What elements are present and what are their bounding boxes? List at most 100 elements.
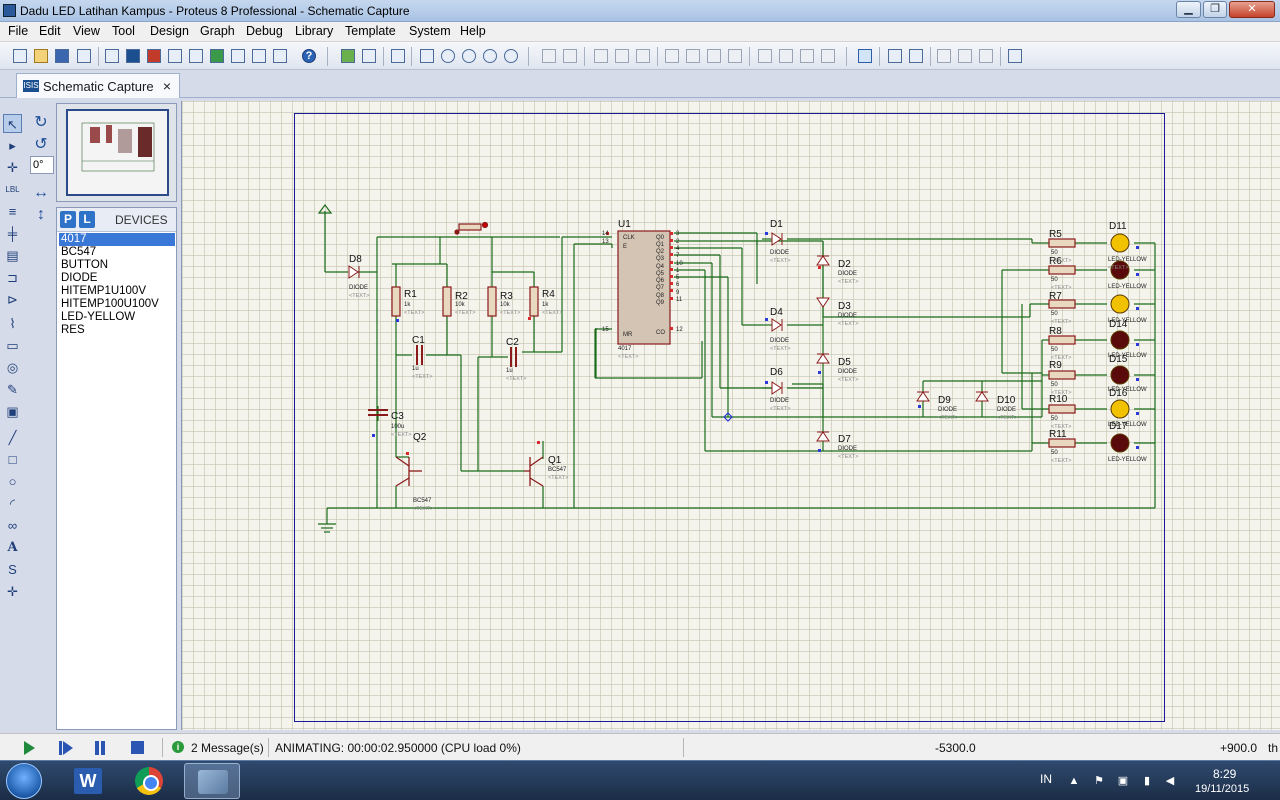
- component-mode-icon[interactable]: ▸: [9, 138, 16, 153]
- stop-simulation-button[interactable]: [128, 739, 146, 756]
- language-indicator[interactable]: IN: [1040, 772, 1052, 786]
- grid-toggle-icon[interactable]: [360, 47, 378, 65]
- taskbar-proteus[interactable]: [184, 763, 240, 799]
- menu-graph[interactable]: Graph: [200, 24, 235, 38]
- electrical-rule-check-icon[interactable]: [1006, 47, 1024, 65]
- decompose-icon[interactable]: [819, 47, 837, 65]
- schematic-icon[interactable]: [124, 47, 142, 65]
- close-button[interactable]: ✕: [1229, 1, 1275, 18]
- block-move-icon[interactable]: [684, 47, 702, 65]
- device-item[interactable]: HITEMP1U100V: [61, 285, 147, 297]
- tape-recorder-icon[interactable]: ▭: [6, 338, 19, 353]
- virtual-instrument-icon[interactable]: ▣: [6, 404, 19, 419]
- text-script-icon[interactable]: ≡: [8, 204, 17, 219]
- zoom-all-icon[interactable]: [481, 47, 499, 65]
- device-pin-icon[interactable]: ⊳: [7, 292, 18, 307]
- zoom-out-icon[interactable]: [460, 47, 478, 65]
- menu-help[interactable]: Help: [460, 24, 486, 38]
- network-icon[interactable]: ▣: [1117, 775, 1129, 787]
- block-delete-icon[interactable]: [726, 47, 744, 65]
- wire-label-icon[interactable]: LBL: [5, 185, 20, 194]
- device-item[interactable]: RES: [61, 324, 85, 336]
- packaging-tool-icon[interactable]: [798, 47, 816, 65]
- device-item[interactable]: BUTTON: [61, 259, 109, 271]
- paste-icon[interactable]: [634, 47, 652, 65]
- origin-icon[interactable]: [389, 47, 407, 65]
- bus-icon[interactable]: ╪: [7, 226, 18, 241]
- bom-icon[interactable]: [208, 47, 226, 65]
- flip-horizontal-icon[interactable]: ↔: [33, 184, 49, 201]
- remove-sheet-icon[interactable]: [956, 47, 974, 65]
- symbol-icon[interactable]: S: [8, 562, 17, 577]
- menu-edit[interactable]: Edit: [39, 24, 61, 38]
- rotation-angle-field[interactable]: 0°: [30, 156, 54, 174]
- power-icon[interactable]: ▮: [1143, 775, 1151, 787]
- import-icon[interactable]: [75, 47, 93, 65]
- text-icon[interactable]: A: [7, 540, 18, 555]
- minimize-button[interactable]: ▁: [1176, 1, 1201, 18]
- menu-file[interactable]: File: [8, 24, 29, 38]
- copy-icon[interactable]: [613, 47, 631, 65]
- exit-to-parent-icon[interactable]: [977, 47, 995, 65]
- tab-schematic-capture[interactable]: ISIS Schematic Capture ×: [16, 73, 180, 98]
- zoom-area-icon[interactable]: [502, 47, 520, 65]
- help-icon[interactable]: ?: [300, 47, 318, 65]
- refresh-icon[interactable]: [339, 47, 357, 65]
- box-icon[interactable]: □: [8, 452, 17, 467]
- menu-debug[interactable]: Debug: [246, 24, 283, 38]
- device-item[interactable]: 4017: [59, 233, 175, 246]
- schematic-canvas[interactable]: U1 D1 D2 D3 D4 D5 D6 D7 D8 D9 D10 D11 D1…: [181, 101, 1280, 730]
- start-button[interactable]: [6, 763, 42, 799]
- device-item[interactable]: DIODE: [61, 272, 98, 284]
- terminal-icon[interactable]: ⊐: [7, 270, 18, 285]
- wire-autorouter-icon[interactable]: [856, 47, 874, 65]
- clock-time[interactable]: 8:29: [1213, 767, 1237, 781]
- save-icon[interactable]: [53, 47, 71, 65]
- 3d-viewer-icon[interactable]: [187, 47, 205, 65]
- pick-devices-button[interactable]: P: [60, 211, 76, 228]
- action-center-icon[interactable]: ⚑: [1094, 775, 1104, 787]
- show-hidden-icons-icon[interactable]: ▲: [1068, 775, 1080, 787]
- rotate-clockwise-icon[interactable]: ↻: [34, 114, 48, 131]
- search-icon[interactable]: [886, 47, 904, 65]
- notes-icon[interactable]: [271, 47, 289, 65]
- menu-system[interactable]: System: [409, 24, 451, 38]
- selection-mode-icon[interactable]: ↖: [3, 114, 22, 133]
- library-manager-button[interactable]: L: [79, 211, 95, 228]
- path-icon[interactable]: ∞: [7, 518, 18, 533]
- taskbar-word[interactable]: W: [60, 763, 116, 799]
- play-simulation-button[interactable]: [19, 739, 37, 756]
- pcb-icon[interactable]: [145, 47, 163, 65]
- pause-simulation-button[interactable]: [91, 739, 109, 756]
- graph-icon[interactable]: ⌇: [9, 316, 16, 331]
- overview-window[interactable]: [56, 103, 177, 202]
- arc-icon[interactable]: ◜: [9, 496, 16, 511]
- tab-close-icon[interactable]: ×: [162, 78, 171, 94]
- generator-icon[interactable]: ◎: [6, 360, 19, 375]
- menu-template[interactable]: Template: [345, 24, 396, 38]
- device-item[interactable]: BC547: [61, 246, 97, 258]
- menu-tool[interactable]: Tool: [112, 24, 135, 38]
- block-copy-icon[interactable]: [663, 47, 681, 65]
- gerber-icon[interactable]: [166, 47, 184, 65]
- flip-vertical-icon[interactable]: ↕: [37, 206, 45, 223]
- marker-icon[interactable]: ✛: [7, 584, 18, 599]
- taskbar-chrome[interactable]: [122, 763, 178, 799]
- volume-icon[interactable]: ◀: [1165, 775, 1175, 787]
- pick-device-icon[interactable]: [756, 47, 774, 65]
- line-icon[interactable]: ╱: [8, 430, 17, 445]
- cut-icon[interactable]: [592, 47, 610, 65]
- undo-icon[interactable]: [540, 47, 558, 65]
- step-simulation-button[interactable]: [56, 739, 74, 756]
- circle-icon[interactable]: ○: [8, 474, 17, 489]
- subcircuit-icon[interactable]: ▤: [6, 248, 19, 263]
- menu-design[interactable]: Design: [150, 24, 189, 38]
- new-file-icon[interactable]: [11, 47, 29, 65]
- source-code-icon[interactable]: [250, 47, 268, 65]
- junction-dot-icon[interactable]: ✛: [7, 160, 18, 175]
- device-item[interactable]: LED-YELLOW: [61, 311, 136, 323]
- menu-library[interactable]: Library: [295, 24, 334, 38]
- zoom-in-icon[interactable]: [439, 47, 457, 65]
- open-file-icon[interactable]: [32, 47, 50, 65]
- property-assignment-icon[interactable]: [907, 47, 925, 65]
